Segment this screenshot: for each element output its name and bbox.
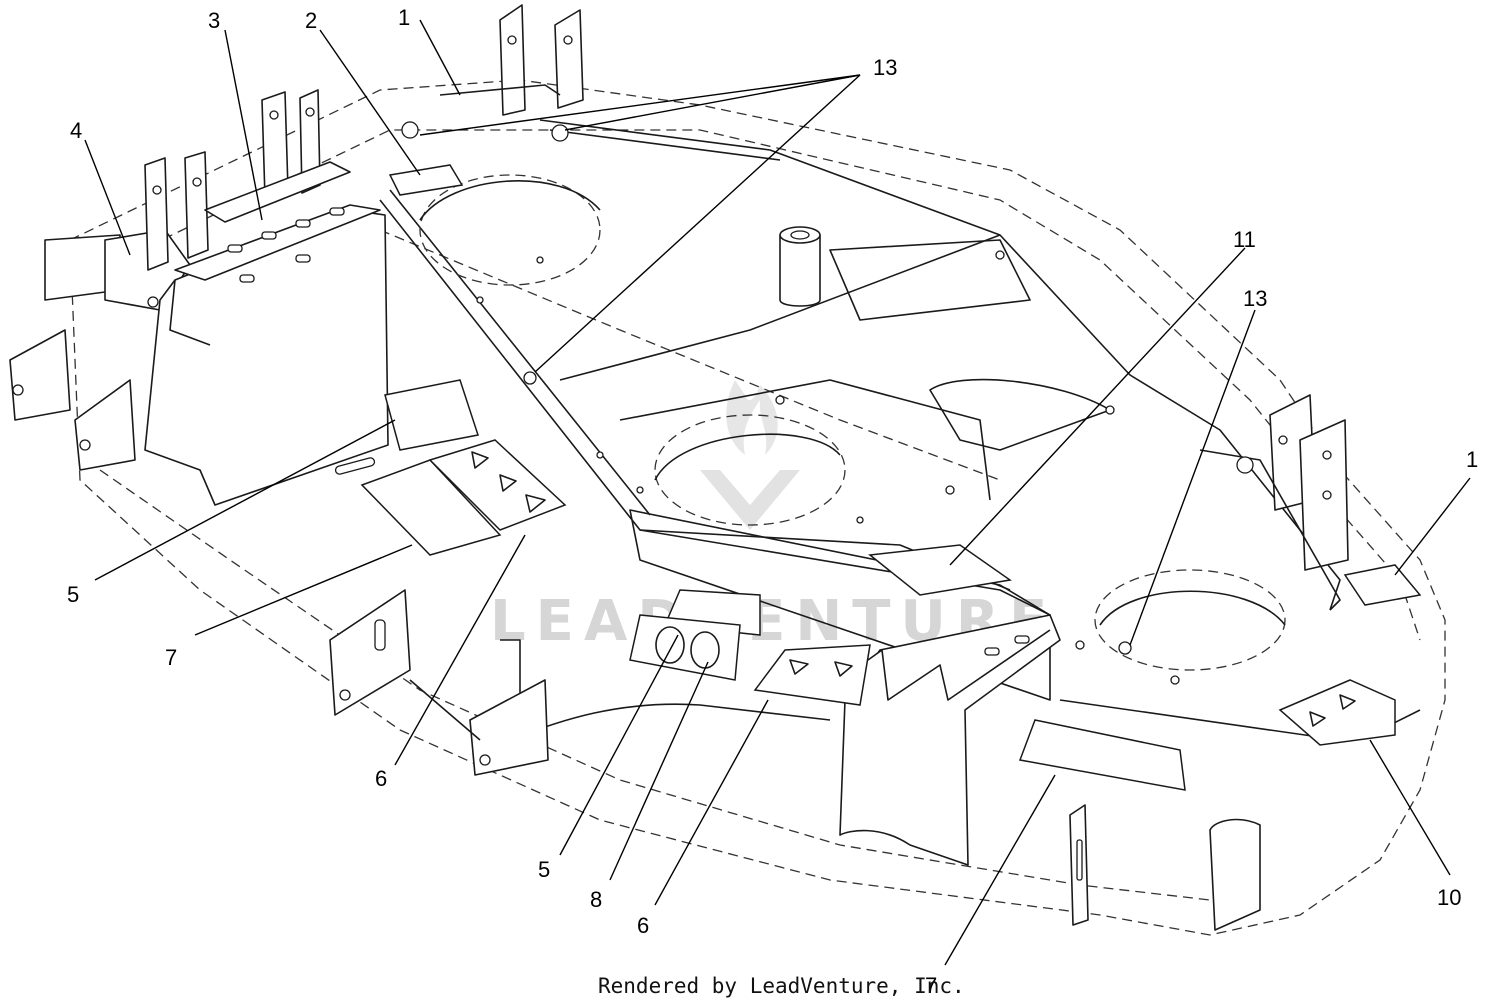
- left-bottom-brackets: [329, 589, 549, 776]
- deck-frame: [379, 119, 1341, 616]
- callout-8: 8: [590, 887, 602, 912]
- callout-1-top: 1: [398, 5, 410, 30]
- decal-5-left: [384, 379, 479, 451]
- callout-11: 11: [1233, 227, 1256, 252]
- left-bracket-assembly: [9, 89, 389, 506]
- right-skirt: [1059, 699, 1421, 931]
- leader-lines: [84, 19, 1471, 966]
- decal-6-left: [428, 439, 567, 531]
- callout-13-right: 13: [1243, 286, 1267, 311]
- callout-5-left: 5: [67, 582, 79, 607]
- left-decals: [334, 379, 567, 556]
- callout-4: 4: [70, 118, 82, 143]
- decal-6-front: [753, 644, 871, 706]
- render-credit: Rendered by LeadVenture, Inc.: [598, 974, 965, 998]
- right-brackets: [1199, 394, 1349, 611]
- center-pivot-post: [779, 226, 821, 307]
- bracket-slots: [227, 207, 345, 283]
- callout-10: 10: [1437, 885, 1461, 910]
- decal-8: [629, 614, 741, 681]
- right-decals: [1278, 564, 1422, 746]
- front-decals: [629, 589, 1186, 791]
- callout-6-front: 6: [637, 913, 649, 938]
- callout-2: 2: [305, 8, 317, 33]
- callout-13-top: 13: [873, 55, 897, 80]
- decal-7-front: [1018, 719, 1186, 791]
- callout-5-front: 5: [538, 857, 550, 882]
- decal-1-right: [1343, 564, 1422, 606]
- spindle-openings: [419, 174, 1286, 671]
- decal-11: [868, 544, 1012, 596]
- decal-2: [388, 164, 464, 196]
- right-belt-shield: [839, 614, 1061, 866]
- decal-7-left: [360, 459, 502, 556]
- rear-brackets: [439, 4, 584, 116]
- decal-10: [1278, 679, 1396, 746]
- callout-3: 3: [208, 8, 220, 33]
- rear-decals: [388, 121, 569, 196]
- callout-1-right: 1: [1466, 447, 1478, 472]
- callout-7-front: 7: [925, 973, 937, 998]
- decal-3-strip: [204, 161, 351, 223]
- callout-7-left: 7: [165, 645, 177, 670]
- callout-labels: 1 2 3 4 13 11 13 1 5 7 6 5 8 6 10 7: [67, 5, 1478, 998]
- callout-6-left: 6: [375, 766, 387, 791]
